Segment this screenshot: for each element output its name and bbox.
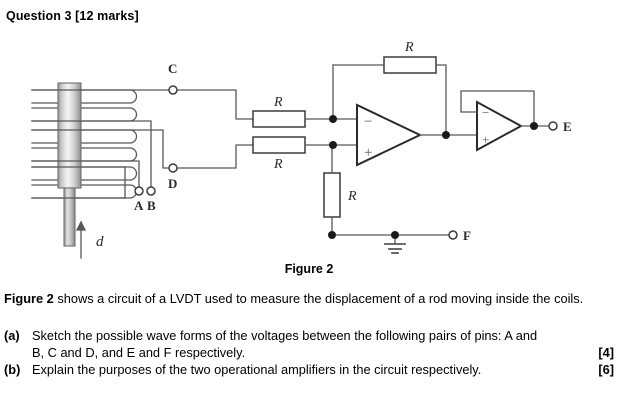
resistor-input-bottom-label: R <box>273 157 283 172</box>
opamp1-input-wires <box>332 64 358 146</box>
terminal-a-circle[interactable] <box>134 186 144 196</box>
junction-dots <box>328 115 538 239</box>
terminal-f-label: F <box>463 228 471 243</box>
part-a-marks: [4] <box>598 344 614 360</box>
resistor-shunt-bottom <box>323 144 341 236</box>
junction-opamp2-output <box>530 122 538 130</box>
displacement-label: d <box>96 234 104 250</box>
junction-ground-center <box>391 231 399 239</box>
junction-ground-left <box>328 231 336 239</box>
part-a-line2: B, C and D, and E and F respectively. <box>32 344 246 360</box>
terminal-c-label: C <box>168 61 177 76</box>
part-b-line1: Explain the purposes of the two operatio… <box>32 362 482 378</box>
figure-description: Figure 2 shows a circuit of a LVDT used … <box>4 290 612 307</box>
opamp2-inverting-label: − <box>482 105 489 120</box>
lvdt-output-wires <box>176 89 254 169</box>
lvdt-coil-windings <box>31 89 138 199</box>
terminal-e-label: E <box>563 119 572 134</box>
figure-2-circuit-diagram: C D A B E F d R R R R − + − + <box>0 20 618 260</box>
question-part-a: (a) Sketch the possible wave forms of th… <box>4 328 614 361</box>
terminal-a-label: A <box>134 198 144 213</box>
opamp1-inverting-label: − <box>364 114 372 130</box>
terminal-c-circle[interactable] <box>168 85 178 95</box>
figure-description-bold: Figure 2 <box>4 291 54 306</box>
coil-terminal-wiring <box>31 89 172 199</box>
junction-noninverting-node <box>329 141 337 149</box>
figure-description-rest: shows a circuit of a LVDT used to measur… <box>53 291 584 306</box>
page-title: Question 3 [12 marks] <box>6 9 139 23</box>
junction-inverting-node <box>329 115 337 123</box>
part-b-label: (b) <box>4 362 21 378</box>
opamp1-symbol <box>356 103 423 167</box>
question-part-b: (b) [6] Explain the purposes of the two … <box>4 362 614 379</box>
resistor-feedback-top <box>332 56 447 136</box>
junction-opamp1-output <box>442 131 450 139</box>
part-a-line1: Sketch the possible wave forms of the vo… <box>32 328 538 343</box>
opamp2-symbol <box>476 100 524 152</box>
lvdt-core <box>57 82 82 247</box>
part-a-label: (a) <box>4 328 20 343</box>
opamp2-feedback-wire <box>460 90 535 127</box>
question-parts: (a) Sketch the possible wave forms of th… <box>4 328 614 380</box>
resistor-input-bottom <box>252 136 334 154</box>
ground-rail <box>331 234 451 254</box>
resistor-input-top <box>252 110 334 128</box>
terminal-b-label: B <box>147 198 156 213</box>
terminal-d-circle[interactable] <box>168 163 178 173</box>
figure-caption: Figure 2 <box>284 262 334 276</box>
resistor-feedback-top-label: R <box>404 40 414 55</box>
terminals <box>134 85 558 240</box>
resistor-input-top-label: R <box>273 95 283 110</box>
circuit-svg: C D A B E F d R R R R − + − + <box>31 40 572 259</box>
opamp2-noninverting-label: + <box>482 132 489 147</box>
terminal-e-circle[interactable] <box>548 121 558 131</box>
terminal-f-circle[interactable] <box>448 230 458 240</box>
part-b-marks: [6] <box>598 362 614 378</box>
terminal-d-label: D <box>168 176 177 191</box>
terminal-b-circle[interactable] <box>146 186 156 196</box>
resistor-shunt-bottom-label: R <box>347 189 357 204</box>
displacement-arrow <box>75 220 87 259</box>
opamp1-noninverting-label: + <box>364 145 372 161</box>
